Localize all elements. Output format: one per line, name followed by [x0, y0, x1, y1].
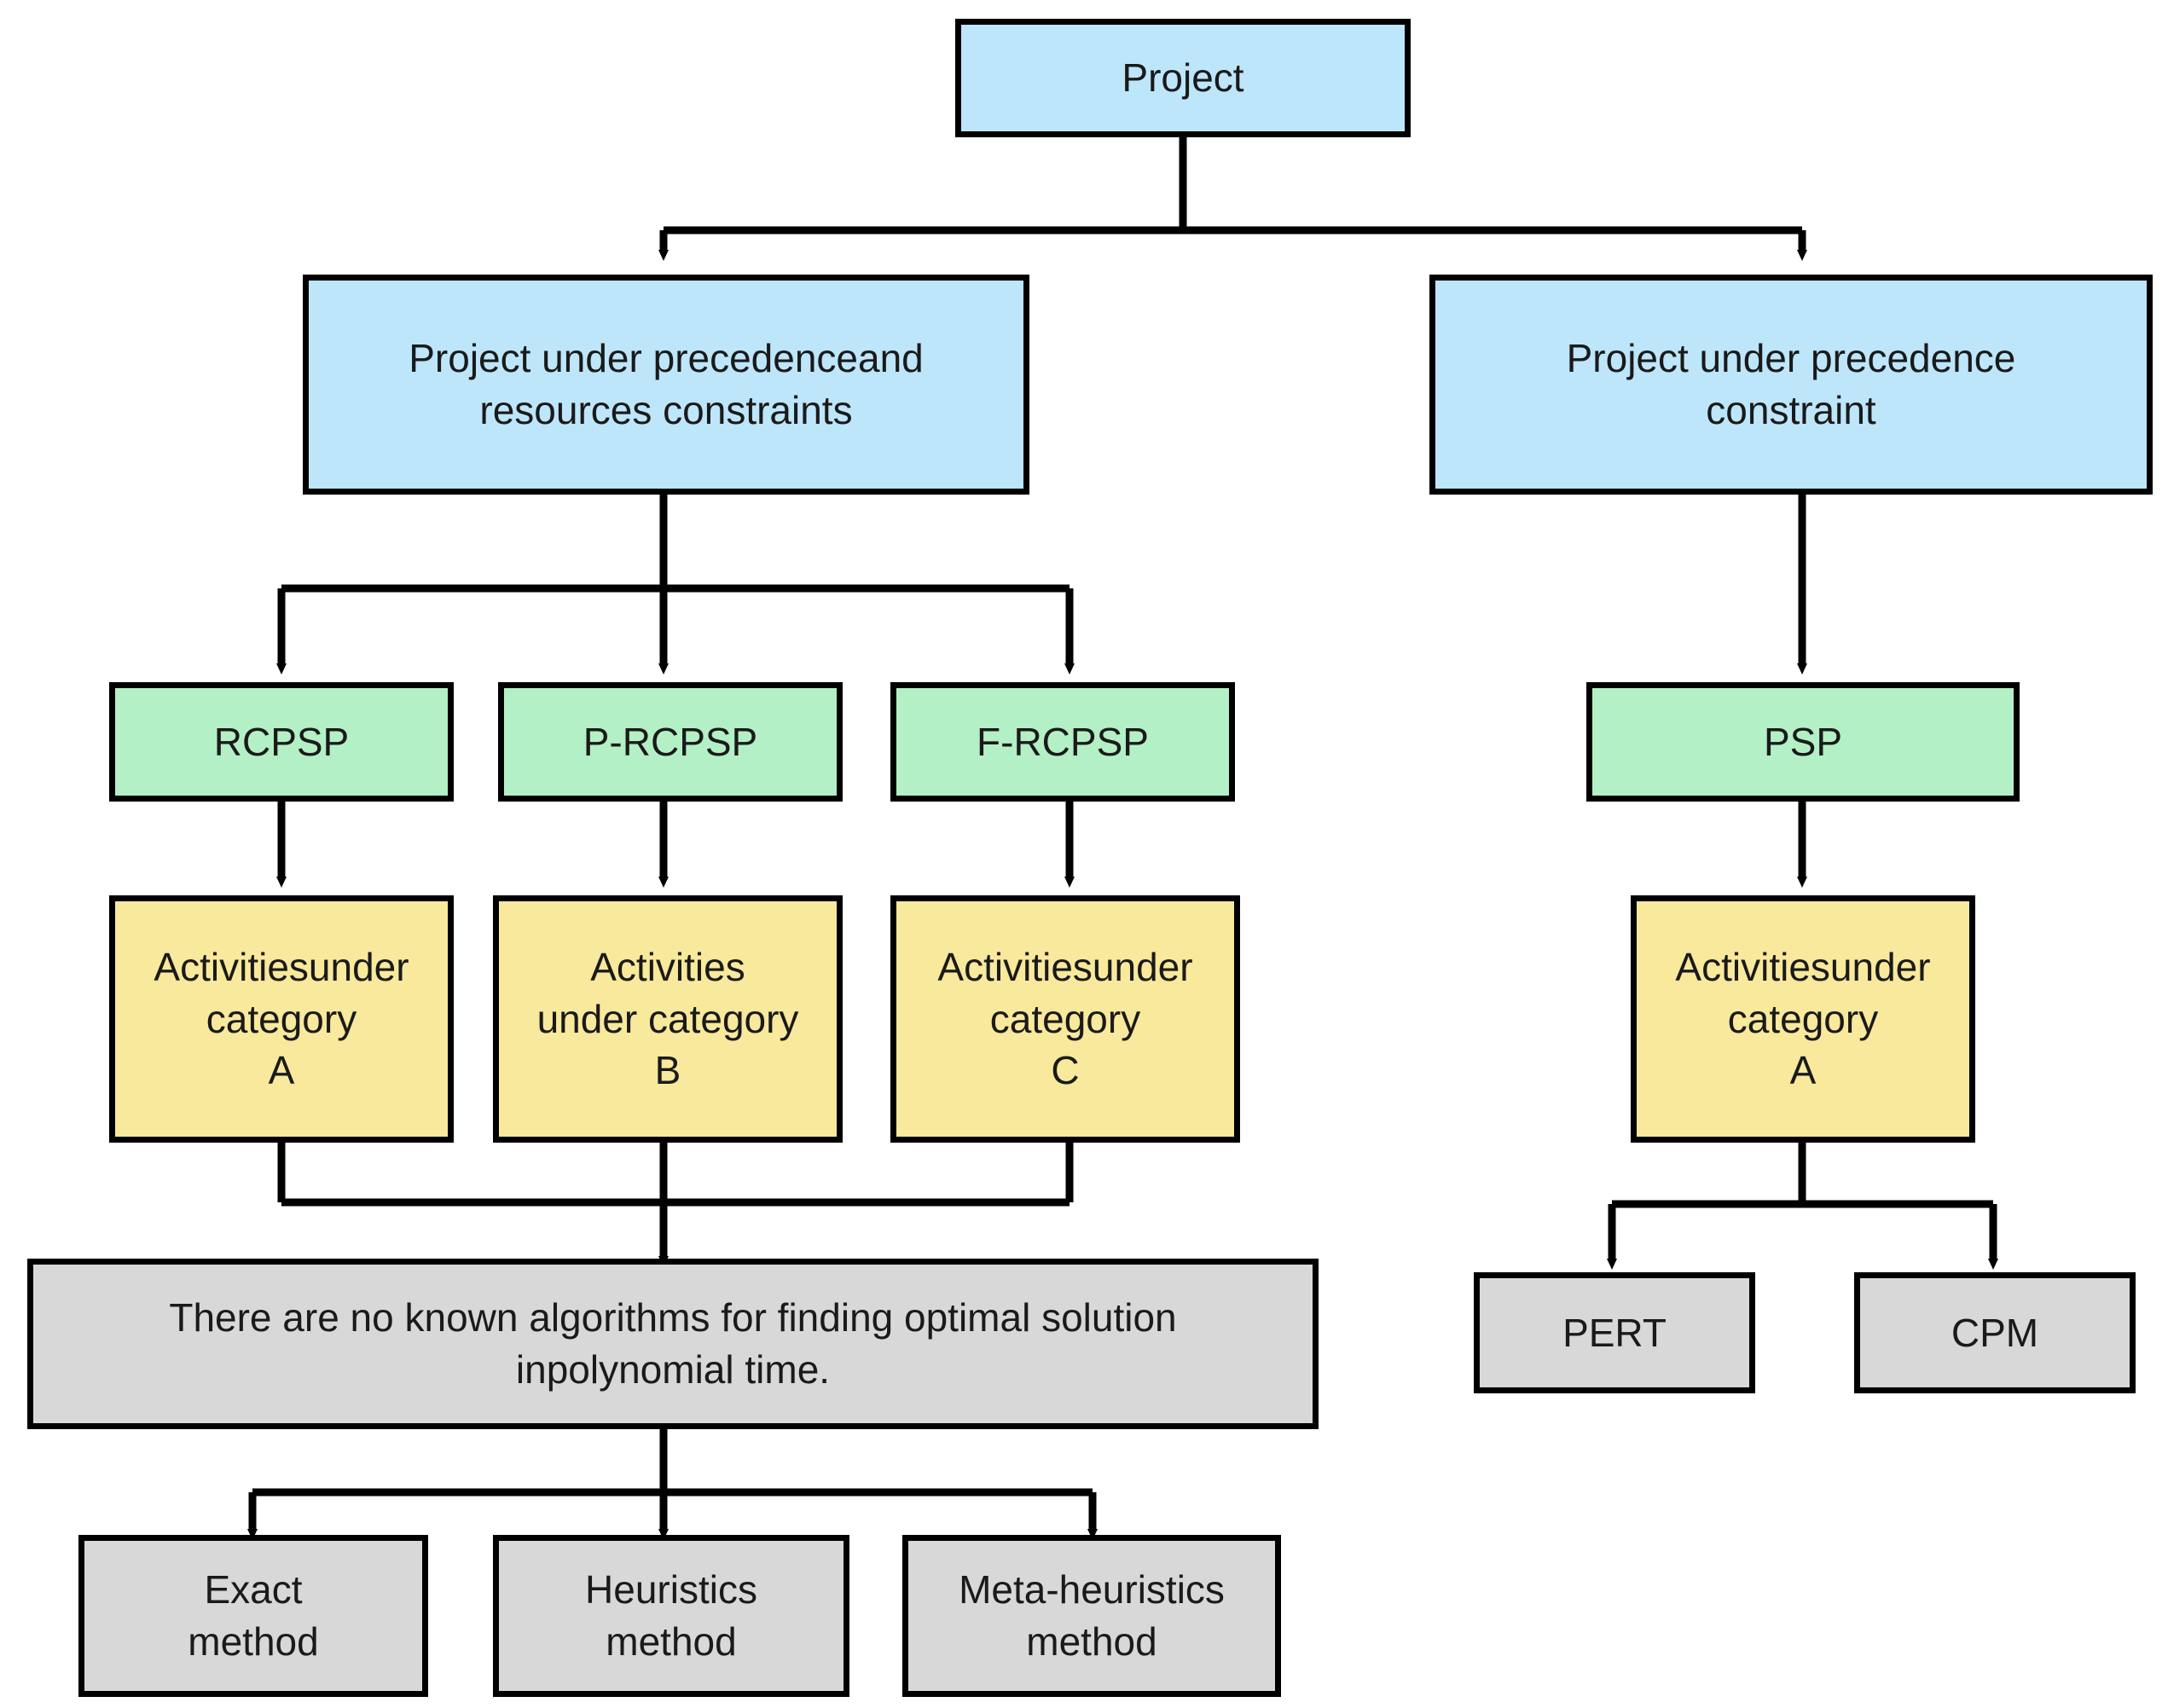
- node-pert[interactable]: PERT: [1474, 1272, 1755, 1393]
- node-activities-category-a-right-label: Activitiesunder category A: [1675, 944, 1931, 1093]
- node-heuristics-method-label: Heuristics method: [585, 1567, 757, 1664]
- node-project-root-label: Project: [1122, 55, 1244, 101]
- node-psp-label: PSP: [1763, 719, 1843, 764]
- node-meta-heuristics-method-label: Meta-heuristics method: [959, 1567, 1225, 1664]
- edge-green-yellow: [276, 802, 1807, 888]
- node-activities-category-b[interactable]: Activities under category B: [493, 895, 843, 1143]
- node-meta-heuristics-method[interactable]: Meta-heuristics method: [902, 1535, 1281, 1697]
- node-p-rcpsp-label: P-RCPSP: [583, 719, 758, 764]
- node-exact-method[interactable]: Exact method: [78, 1535, 428, 1697]
- node-no-known-algorithms-statement[interactable]: There are no known algorithms for findin…: [27, 1259, 1319, 1429]
- node-project-precedence-resources[interactable]: Project under precedenceand resources co…: [303, 275, 1029, 495]
- node-project-precedence-resources-label: Project under precedenceand resources co…: [409, 336, 924, 432]
- edge-leftbranch-split: [276, 495, 1075, 675]
- node-activities-category-c[interactable]: Activitiesunder category C: [890, 895, 1240, 1143]
- edge-activities-pert-cpm: [1607, 1143, 1998, 1270]
- node-activities-category-c-label: Activitiesunder category C: [937, 944, 1193, 1093]
- node-activities-category-a[interactable]: Activitiesunder category A: [109, 895, 454, 1143]
- node-cpm-label: CPM: [1951, 1310, 2039, 1355]
- node-rcpsp[interactable]: RCPSP: [109, 682, 454, 802]
- node-exact-method-label: Exact method: [188, 1567, 319, 1664]
- node-psp[interactable]: PSP: [1586, 682, 2020, 802]
- node-activities-category-a-right[interactable]: Activitiesunder category A: [1631, 895, 1975, 1143]
- node-no-known-algorithms-statement-label: There are no known algorithms for findin…: [169, 1295, 1177, 1392]
- node-project-root[interactable]: Project: [955, 19, 1411, 137]
- node-pert-label: PERT: [1562, 1310, 1667, 1355]
- node-heuristics-method[interactable]: Heuristics method: [493, 1535, 849, 1697]
- node-cpm[interactable]: CPM: [1854, 1272, 2136, 1393]
- edge-statement-methods: [247, 1429, 1098, 1540]
- node-f-rcpsp-label: F-RCPSP: [977, 719, 1149, 764]
- node-project-precedence[interactable]: Project under precedence constraint: [1429, 275, 2153, 495]
- node-f-rcpsp[interactable]: F-RCPSP: [890, 682, 1235, 802]
- edge-yellow-merge-statement: [277, 1143, 1074, 1267]
- node-project-precedence-label: Project under precedence constraint: [1566, 336, 2016, 432]
- node-activities-category-b-label: Activities under category B: [536, 944, 799, 1093]
- node-rcpsp-label: RCPSP: [213, 719, 350, 764]
- edge-root-split: [658, 137, 1807, 261]
- node-p-rcpsp[interactable]: P-RCPSP: [498, 682, 843, 802]
- node-activities-category-a-label: Activitiesunder category A: [154, 944, 409, 1093]
